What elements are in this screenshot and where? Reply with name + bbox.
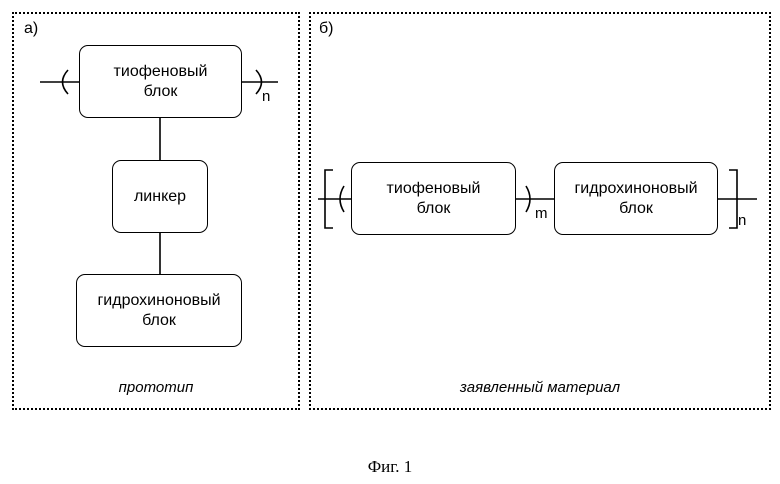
hydroquinone-label-b-line1: гидрохиноновый: [574, 179, 697, 199]
subscript-n-a: n: [262, 88, 270, 105]
subscript-m-b: m: [535, 205, 548, 222]
hydroquinone-label-a-line2: блок: [97, 311, 220, 331]
thiophene-label-a-line1: тиофеновый: [114, 62, 208, 82]
hydroquinone-label-b-line2: блок: [574, 199, 697, 219]
caption-claimed-material: заявленный материал: [309, 379, 771, 396]
thiophene-label-b-line2: блок: [387, 199, 481, 219]
subscript-n-b: n: [738, 212, 746, 229]
caption-prototype: прототип: [12, 379, 300, 396]
hydroquinone-block-a: гидрохиноновый блок: [76, 274, 242, 347]
linker-label: линкер: [134, 187, 186, 207]
hydroquinone-label-a-line1: гидрохиноновый: [97, 291, 220, 311]
thiophene-block-b: тиофеновый блок: [351, 162, 516, 235]
linker-block: линкер: [112, 160, 208, 233]
thiophene-block-a: тиофеновый блок: [79, 45, 242, 118]
figure-label: Фиг. 1: [0, 457, 780, 477]
thiophene-label-b-line1: тиофеновый: [387, 179, 481, 199]
hydroquinone-block-b: гидрохиноновый блок: [554, 162, 718, 235]
thiophene-label-a-line2: блок: [114, 82, 208, 102]
